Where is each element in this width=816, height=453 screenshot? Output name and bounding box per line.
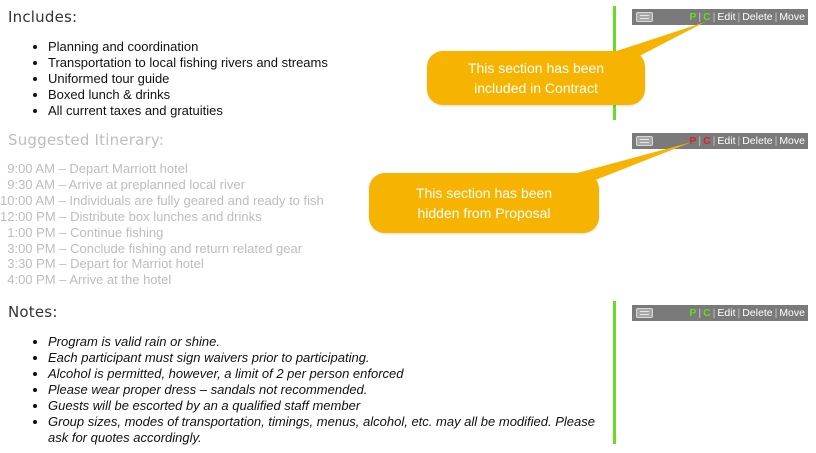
list-item: 10:00 AM – Individuals are fully geared … xyxy=(0,192,324,208)
list-item: Please wear proper dress – sandals not r… xyxy=(48,382,608,398)
list-item: Group sizes, modes of transportation, ti… xyxy=(48,414,608,446)
list-item: 1:00 PM – Continue fishing xyxy=(0,224,164,240)
delete-link[interactable]: Delete xyxy=(742,135,773,147)
itinerary-toolbar: P|C|Edit|Delete|Move xyxy=(632,133,808,149)
contract-toggle[interactable]: C xyxy=(703,307,711,319)
contract-toggle[interactable]: C xyxy=(703,135,711,147)
notes-icon[interactable] xyxy=(636,136,653,146)
list-item: Program is valid rain or shine. xyxy=(48,334,608,350)
list-item: Each participant must sign waivers prior… xyxy=(48,350,608,366)
edit-link[interactable]: Edit xyxy=(717,11,736,23)
hidden-callout: This section has been hidden from Propos… xyxy=(369,173,599,233)
list-item: 4:00 PM – Arrive at the hotel xyxy=(0,272,172,288)
edit-link[interactable]: Edit xyxy=(717,135,736,147)
list-item: 9:00 AM – Depart Marriott hotel xyxy=(0,161,188,176)
delete-link[interactable]: Delete xyxy=(742,11,773,23)
notes-status-rule xyxy=(613,301,616,444)
includes-toolbar: P|C|Edit|Delete|Move xyxy=(632,9,808,25)
notes-icon[interactable] xyxy=(636,12,653,22)
list-item: Planning and coordination xyxy=(48,39,328,55)
list-item: Guests will be escorted by an a qualifie… xyxy=(48,398,608,414)
proposal-toggle[interactable]: P xyxy=(689,307,697,319)
callout-text: This section has been included in Contra… xyxy=(467,60,605,96)
list-item: Boxed lunch & drinks xyxy=(48,87,328,103)
contract-toggle[interactable]: C xyxy=(703,11,711,23)
delete-link[interactable]: Delete xyxy=(742,307,773,319)
includes-list: Planning and coordination Transportation… xyxy=(30,39,328,119)
list-item: Uniformed tour guide xyxy=(48,71,328,87)
list-item: Alcohol is permitted, however, a limit o… xyxy=(48,366,608,382)
list-item: 12:00 PM – Distribute box lunches and dr… xyxy=(0,208,262,224)
list-item: 3:30 PM – Depart for Marriot hotel xyxy=(0,256,204,272)
notes-list: Program is valid rain or shine. Each par… xyxy=(30,334,608,446)
proposal-toggle[interactable]: P xyxy=(689,11,697,23)
included-callout: This section has been included in Contra… xyxy=(427,51,645,105)
notes-heading: Notes: xyxy=(8,303,58,321)
list-item: Transportation to local fishing rivers a… xyxy=(48,55,328,71)
move-link[interactable]: Move xyxy=(779,135,805,147)
proposal-toggle[interactable]: P xyxy=(689,135,697,147)
itinerary-list: 9:00 AM – Depart Marriott hotel 9:30 AM … xyxy=(0,161,360,288)
notes-toolbar: P|C|Edit|Delete|Move xyxy=(632,305,808,321)
callout-text: This section has been hidden from Propos… xyxy=(415,185,553,221)
list-item: All current taxes and gratuities xyxy=(48,103,328,119)
list-item: 9:30 AM – Arrive at preplanned local riv… xyxy=(0,176,245,192)
itinerary-heading: Suggested Itinerary: xyxy=(8,131,165,149)
notes-icon[interactable] xyxy=(636,308,653,318)
move-link[interactable]: Move xyxy=(779,11,805,23)
includes-heading: Includes: xyxy=(8,8,78,26)
move-link[interactable]: Move xyxy=(779,307,805,319)
list-item: 3:00 PM – Conclude fishing and return re… xyxy=(0,240,303,256)
edit-link[interactable]: Edit xyxy=(717,307,736,319)
